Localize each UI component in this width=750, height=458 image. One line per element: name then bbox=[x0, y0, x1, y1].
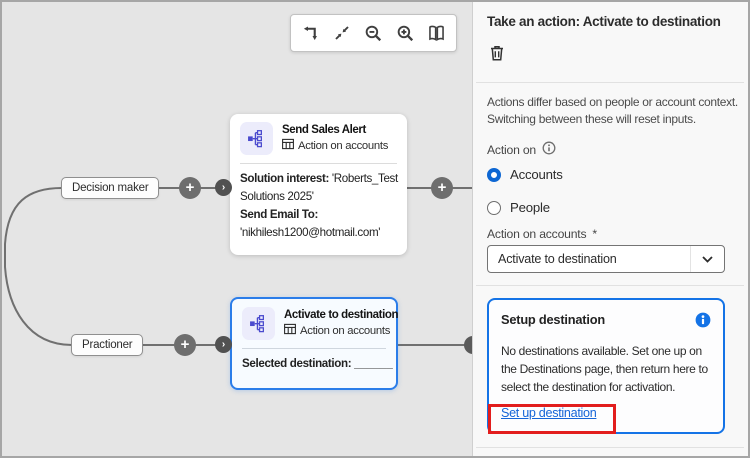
journey-canvas[interactable]: Decision maker Practioner Send Sales Ale… bbox=[2, 2, 472, 456]
required-marker: * bbox=[592, 227, 597, 241]
trash-icon[interactable] bbox=[486, 43, 508, 65]
info-filled-icon[interactable] bbox=[695, 312, 711, 333]
undo-arrow-icon[interactable] bbox=[299, 21, 323, 45]
collapse-branch-button[interactable]: › bbox=[215, 336, 232, 353]
radio-label: Accounts bbox=[510, 167, 563, 182]
edge-node-stub[interactable] bbox=[464, 336, 472, 354]
node-card-activate-to-destination[interactable]: Activate to destination Action on accoun… bbox=[230, 297, 399, 390]
blank-destination-value: ______ bbox=[354, 357, 393, 370]
card-body: Selected destination: ______ bbox=[242, 355, 393, 373]
setup-destination-infobox: Setup destination No destinations availa… bbox=[487, 298, 725, 434]
dropdown-selected-value: Activate to destination bbox=[498, 252, 617, 266]
radio-people[interactable]: People bbox=[487, 200, 550, 215]
card-header: Activate to destination Action on accoun… bbox=[242, 307, 399, 340]
action-select-dropdown[interactable]: Activate to destination bbox=[487, 245, 725, 273]
branch-label-practioner: Practioner bbox=[71, 334, 144, 356]
add-node-button[interactable]: + bbox=[179, 177, 201, 199]
divider bbox=[476, 447, 744, 448]
action-node-icon bbox=[242, 307, 275, 340]
node-card-send-sales-alert[interactable]: Send Sales Alert Action on accounts Solu… bbox=[230, 114, 407, 255]
radio-selected-icon[interactable] bbox=[487, 167, 501, 182]
card-title: Activate to destination bbox=[284, 309, 399, 321]
radio-unselected-icon[interactable] bbox=[487, 200, 501, 215]
field-value: Solutions 2025' bbox=[240, 190, 314, 203]
chevron-down-icon[interactable] bbox=[690, 246, 724, 272]
table-grid-icon bbox=[284, 323, 296, 338]
divider bbox=[476, 82, 744, 83]
radio-accounts[interactable]: Accounts bbox=[487, 167, 563, 182]
divider bbox=[476, 285, 744, 286]
field-value: 'Roberts_Test bbox=[331, 172, 398, 185]
setup-box-title: Setup destination bbox=[501, 312, 605, 327]
set-up-destination-link[interactable]: Set up destination bbox=[501, 406, 597, 420]
table-grid-icon bbox=[282, 138, 294, 153]
setup-box-body: No destinations available. Set one up on… bbox=[501, 344, 708, 394]
collapse-branch-button[interactable]: › bbox=[215, 179, 232, 196]
info-icon[interactable] bbox=[542, 141, 556, 158]
collapse-icon[interactable] bbox=[330, 21, 354, 45]
zoom-out-icon[interactable] bbox=[362, 21, 386, 45]
zoom-in-icon[interactable] bbox=[393, 21, 417, 45]
card-header: Send Sales Alert Action on accounts bbox=[240, 122, 397, 155]
card-type-label: Action on accounts bbox=[298, 139, 389, 152]
add-node-button[interactable]: + bbox=[174, 334, 196, 356]
card-body: Solution interest: 'Roberts_Test Solutio… bbox=[240, 170, 398, 242]
field-value: 'nikhilesh1200@hotmail.com' bbox=[240, 226, 381, 239]
card-title: Send Sales Alert bbox=[282, 124, 366, 136]
radio-label: People bbox=[510, 200, 550, 215]
field-label: Selected destination: bbox=[242, 357, 352, 370]
action-node-icon bbox=[240, 122, 273, 155]
action-on-accounts-label: Action on accounts * bbox=[487, 227, 597, 241]
branch-label-text: Practioner bbox=[82, 339, 133, 351]
canvas-toolbar bbox=[290, 14, 457, 52]
context-description: Actions differ based on people or accoun… bbox=[487, 95, 738, 126]
field-label: Send Email To: bbox=[240, 208, 318, 221]
branch-label-text: Decision maker bbox=[72, 182, 149, 194]
divider bbox=[242, 348, 386, 349]
action-config-panel: Take an action: Activate to destination … bbox=[472, 2, 748, 456]
add-node-button[interactable]: + bbox=[431, 177, 453, 199]
field-label: Solution interest: bbox=[240, 172, 330, 185]
panel-title: Take an action: Activate to destination bbox=[487, 14, 721, 29]
branch-label-decision-maker: Decision maker bbox=[61, 177, 160, 199]
action-on-label: Action on bbox=[487, 141, 556, 158]
map-icon[interactable] bbox=[425, 21, 449, 45]
card-type-label: Action on accounts bbox=[300, 324, 391, 337]
divider bbox=[240, 163, 397, 164]
